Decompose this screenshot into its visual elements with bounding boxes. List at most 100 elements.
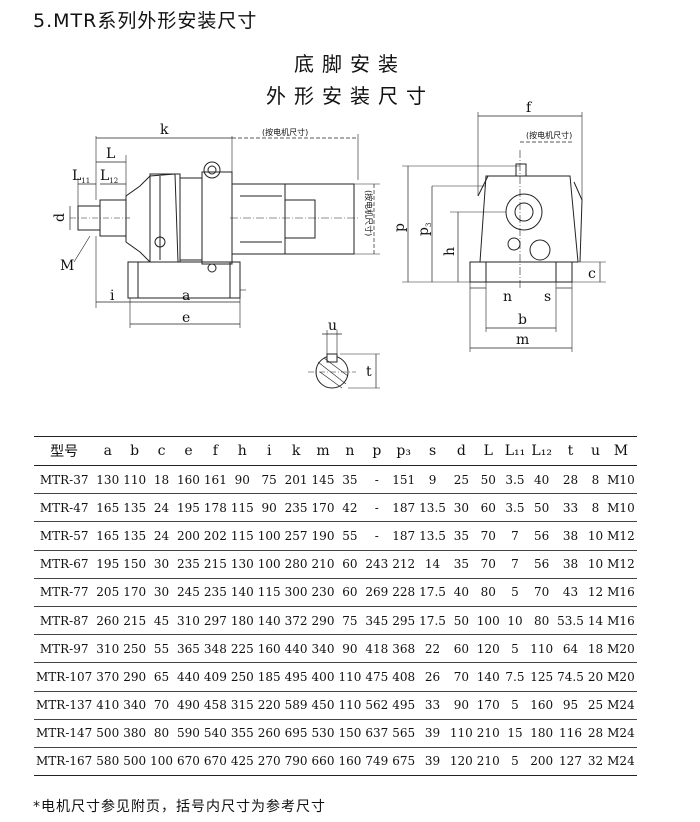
table-cell: 43 <box>562 585 579 600</box>
table-cell: 340 <box>123 698 147 713</box>
table-cell: 201 <box>284 472 308 487</box>
table-cell: 38 <box>562 557 579 572</box>
table-cell: 10 <box>587 528 604 543</box>
table-cell: 45 <box>153 613 170 628</box>
table-cell: 17.5 <box>419 585 446 600</box>
column-header: b <box>130 443 140 459</box>
table-cell: 145 <box>311 472 335 487</box>
drawing-title: 底脚安装 <box>294 52 406 76</box>
table-cell: 440 <box>284 641 308 656</box>
table-cell: 230 <box>311 585 335 600</box>
table-cell: 115 <box>257 585 281 600</box>
table-cell: 7 <box>511 528 519 543</box>
column-header: L₁₂ <box>531 443 552 459</box>
label-e: e <box>182 310 190 326</box>
table-cell: 589 <box>284 698 308 713</box>
table-cell: MTR-47 <box>39 500 89 515</box>
table-cell: 245 <box>177 585 200 600</box>
table-cell: 40 <box>453 585 469 600</box>
table-cell: 300 <box>284 585 308 600</box>
table-cell: 290 <box>311 613 335 628</box>
table-cell: 15 <box>507 726 523 741</box>
label-p3: p3 <box>416 223 433 236</box>
table-cell: 185 <box>257 669 281 684</box>
table-cell: 95 <box>562 698 579 713</box>
table-cell: 39 <box>424 754 441 769</box>
table-cell: 200 <box>530 754 554 769</box>
label-a: a <box>182 288 190 304</box>
table-cell: 125 <box>530 669 554 684</box>
table-cell: 110 <box>338 698 362 713</box>
table-cell: 22 <box>424 641 441 656</box>
table-cell: 187 <box>392 528 416 543</box>
table-cell: 475 <box>365 669 389 684</box>
table-cell: 5 <box>511 754 519 769</box>
table-cell: 135 <box>123 500 147 515</box>
table-cell: 110 <box>123 472 147 487</box>
table-cell: 140 <box>476 669 500 684</box>
table-cell: - <box>374 500 379 515</box>
label-b: b <box>518 312 527 328</box>
table-cell: 160 <box>177 472 200 487</box>
table-cell: 60 <box>342 557 358 572</box>
table-cell: 235 <box>177 557 200 572</box>
table-cell: 490 <box>177 698 200 713</box>
table-cell: 70 <box>453 669 469 684</box>
table-cell: 670 <box>177 754 200 769</box>
section-title: 5.MTR系列外形安装尺寸 <box>33 10 258 32</box>
table-cell: 80 <box>480 585 496 600</box>
table-cell: 675 <box>392 754 416 769</box>
table-cell: 10 <box>587 557 604 572</box>
table-cell: 151 <box>392 472 416 487</box>
table-cell: 250 <box>230 669 254 684</box>
table-cell: 290 <box>123 669 147 684</box>
column-header: p <box>372 443 382 459</box>
table-cell: 257 <box>284 528 308 543</box>
table-cell: 660 <box>311 754 335 769</box>
table-cell: 28 <box>587 726 604 741</box>
table-cell: 60 <box>480 500 496 515</box>
table-cell: M16 <box>607 613 635 628</box>
table-cell: 65 <box>153 669 170 684</box>
front-view <box>69 134 380 328</box>
table-cell: 60 <box>342 585 358 600</box>
table-cell: 340 <box>311 641 335 656</box>
table-cell: 20 <box>587 669 604 684</box>
shaft-section <box>308 330 380 389</box>
table-cell: M10 <box>607 472 635 487</box>
table-cell: 500 <box>123 754 147 769</box>
table-cell: 35 <box>342 472 358 487</box>
drawing-subtitle: 外形安装尺寸 <box>266 84 434 108</box>
table-cell: 100 <box>150 754 174 769</box>
table-cell: MTR-77 <box>39 585 89 600</box>
label-motor-note-top: (按电机尺寸) <box>262 127 308 137</box>
table-cell: 14 <box>424 557 441 572</box>
column-header: f <box>212 443 218 459</box>
table-cell: 100 <box>257 557 281 572</box>
table-cell: MTR-57 <box>39 528 89 543</box>
column-header: i <box>266 443 272 459</box>
table-cell: 24 <box>153 500 170 515</box>
table-cell: 130 <box>230 557 254 572</box>
table-cell: 695 <box>284 726 308 741</box>
column-header: p₃ <box>396 443 411 459</box>
table-cell: 24 <box>153 528 170 543</box>
label-d: d <box>52 213 68 222</box>
table-cell: 38 <box>562 528 579 543</box>
table-cell: 70 <box>480 557 496 572</box>
table-cell: M24 <box>607 698 635 713</box>
table-cell: 30 <box>453 500 469 515</box>
table-cell: 116 <box>559 726 582 741</box>
table-cell: M24 <box>607 754 635 769</box>
table-cell: 35 <box>453 557 469 572</box>
table-cell: 580 <box>96 754 120 769</box>
table-cell: 637 <box>365 726 389 741</box>
table-cell: M16 <box>607 585 635 600</box>
table-cell: 215 <box>203 557 227 572</box>
table-cell: MTR-147 <box>36 726 93 741</box>
